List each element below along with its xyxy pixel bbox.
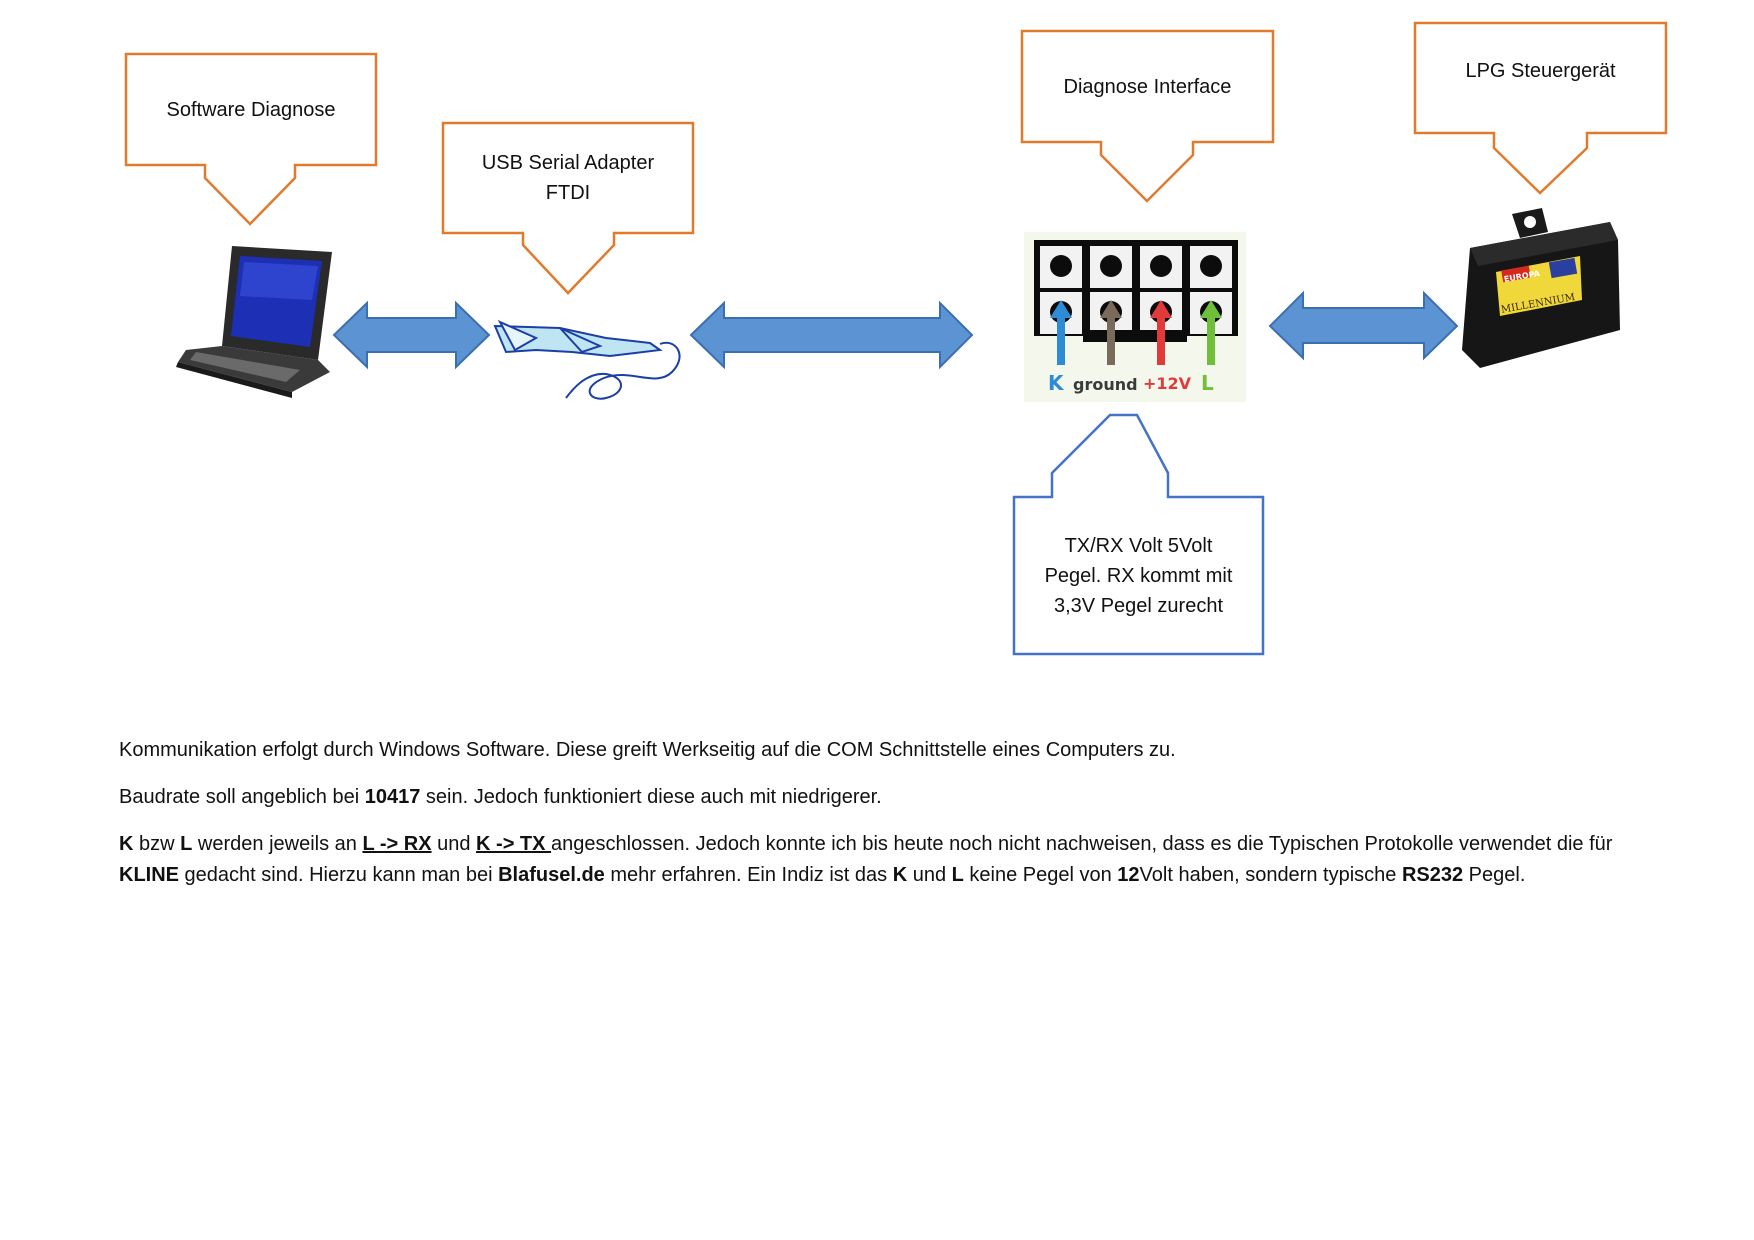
baudrate-value: 10417 bbox=[364, 786, 421, 808]
mapping-text-g: und bbox=[907, 864, 952, 886]
callout-lpg-text: LPG Steuergerät bbox=[1415, 23, 1666, 119]
txrx-label-line1: TX/RX Volt 5Volt bbox=[1064, 534, 1213, 557]
mapping-text-j: Pegel. bbox=[1463, 864, 1526, 886]
callout-lpg-steuergeraet bbox=[1413, 21, 1668, 195]
kline-bold: KLINE bbox=[119, 864, 179, 886]
mapping-k-tx: K -> TX bbox=[476, 833, 552, 855]
pin-k2-bold: K bbox=[892, 864, 908, 886]
baudrate-text-a: Baudrate soll angeblich bei bbox=[119, 786, 365, 808]
pin-arrow-12v bbox=[1150, 300, 1172, 365]
txrx-label-line3: 3,3V Pegel zurecht bbox=[1054, 594, 1223, 617]
paragraph-pin-mapping: K bzw L werden jeweils an L -> RX und K … bbox=[119, 829, 1649, 891]
mapping-text-c: und bbox=[431, 833, 477, 855]
callout-diagnose-interface bbox=[1020, 29, 1275, 203]
callout-diagnose-interface-text: Diagnose Interface bbox=[1022, 31, 1273, 142]
pin-arrow-k bbox=[1050, 300, 1072, 365]
callout-software-diagnose bbox=[124, 52, 378, 226]
txrx-label-line2: Pegel. RX kommt mit bbox=[1044, 564, 1233, 587]
baudrate-text-c: sein. Jedoch funktioniert diese auch mit… bbox=[420, 786, 882, 808]
pin-label-l: L bbox=[1201, 371, 1214, 395]
laptop-icon bbox=[176, 246, 332, 398]
paragraph-communication: Kommunikation erfolgt durch Windows Soft… bbox=[119, 735, 1649, 766]
paragraph-baudrate: Baudrate soll angeblich bei 10417 sein. … bbox=[119, 782, 1649, 813]
rs232-bold: RS232 bbox=[1401, 864, 1464, 886]
lpg-steuergeraet-label: LPG Steuergerät bbox=[1465, 60, 1616, 82]
mapping-text-d: angeschlossen. Jedoch konnte ich bis heu… bbox=[551, 833, 1613, 855]
pin-label-12v: +12V bbox=[1143, 374, 1192, 393]
double-arrow-laptop-usb bbox=[332, 300, 491, 370]
pin-arrow-ground bbox=[1100, 300, 1122, 365]
mapping-text-f: mehr erfahren. Ein Indiz ist das bbox=[604, 864, 893, 886]
software-diagnose-label: Software Diagnose bbox=[166, 98, 336, 121]
pin-l2-bold: L bbox=[951, 864, 964, 886]
pin-label-ground: ground bbox=[1073, 375, 1138, 394]
callout-software-diagnose-text: Software Diagnose bbox=[126, 54, 376, 165]
callout-usb-adapter bbox=[441, 121, 695, 295]
usb-adapter-label-line1: USB Serial Adapter bbox=[481, 152, 655, 174]
double-arrow-usb-interface bbox=[689, 300, 974, 370]
usb-serial-adapter-icon bbox=[493, 319, 681, 400]
pin-l-bold: L bbox=[180, 833, 193, 855]
usb-adapter-label-line2: FTDI bbox=[545, 182, 591, 204]
double-arrow-interface-lpg bbox=[1268, 290, 1459, 361]
mapping-text-a: bzw bbox=[133, 833, 181, 855]
pin-label-k: K bbox=[1048, 371, 1065, 395]
paragraph-communication-text: Kommunikation erfolgt durch Windows Soft… bbox=[119, 739, 1176, 761]
lpg-ecu-image: EUROPA MILLENNIUM bbox=[1462, 208, 1620, 368]
callout-txrx-levels bbox=[1012, 413, 1265, 656]
mapping-text-i: Volt haben, sondern typische bbox=[1139, 864, 1402, 886]
twelve-volt-bold: 12 bbox=[1117, 864, 1140, 886]
mapping-text-e: gedacht sind. Hierzu kann man bei bbox=[179, 864, 499, 886]
callout-usb-adapter-text: USB Serial Adapter FTDI bbox=[443, 123, 693, 233]
mapping-text-b: werden jeweils an bbox=[192, 833, 363, 855]
pin-k-bold: K bbox=[119, 833, 134, 855]
diagnose-connector-image: K ground +12V L bbox=[1024, 232, 1246, 402]
mapping-text-h: keine Pegel von bbox=[963, 864, 1118, 886]
diagnose-interface-label: Diagnose Interface bbox=[1063, 75, 1232, 98]
blafusel-bold: Blafusel.de bbox=[498, 864, 605, 886]
callout-txrx-text: TX/RX Volt 5Volt Pegel. RX kommt mit 3,3… bbox=[1014, 497, 1263, 654]
mapping-l-rx: L -> RX bbox=[362, 833, 432, 855]
pin-arrow-l bbox=[1200, 300, 1222, 365]
